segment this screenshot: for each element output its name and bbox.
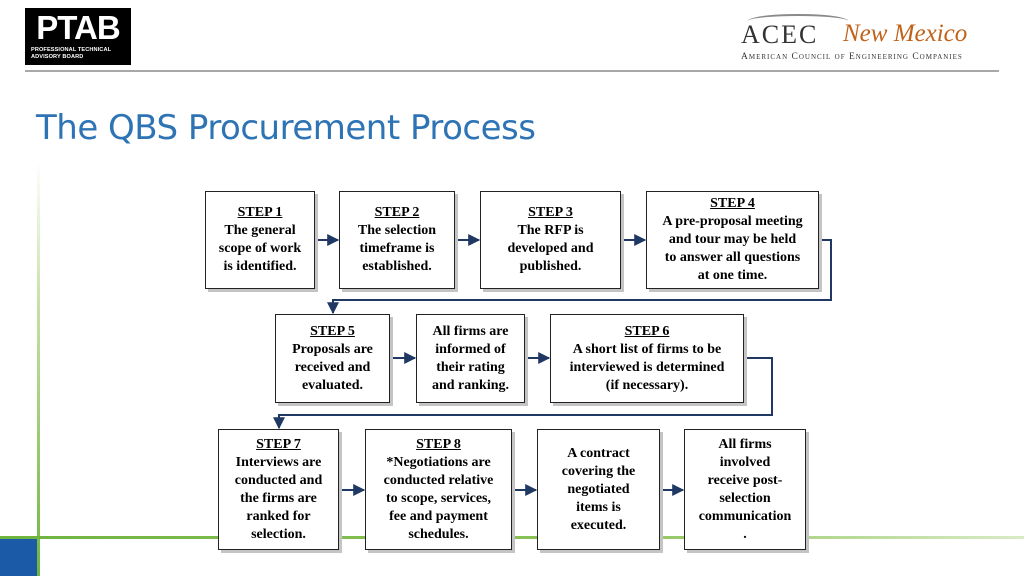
ptab-logo-mark: PTAB	[36, 9, 120, 46]
step-7-heading: STEP 7	[256, 436, 301, 452]
step-8-text: *Negotiations are conducted relative to …	[383, 454, 494, 542]
step-6-text: A short list of firms to be interviewed …	[569, 341, 725, 393]
acec-logo-text: ACEC	[741, 20, 819, 49]
communication-box: All firms involved receive post- selecti…	[684, 429, 806, 550]
header-divider	[25, 70, 999, 72]
acec-logo-state: New Mexico	[843, 20, 968, 47]
ptab-logo-sub-line2: ADVISORY BOARD	[31, 53, 84, 60]
ptab-logo-subtitle: PROFESSIONAL TECHNICAL ADVISORY BOARD	[31, 47, 111, 60]
step-1-heading: STEP 1	[237, 205, 283, 220]
contract-text: A contract covering the negotiated items…	[561, 445, 636, 533]
acec-logo: ACEC New Mexico American Council of Engi…	[738, 14, 1000, 66]
step-5-box: STEP 5 Proposals are received and evalua…	[275, 314, 390, 403]
step-8-heading: STEP 8	[416, 436, 461, 452]
ptab-logo-sub-line1: PROFESSIONAL TECHNICAL	[31, 47, 112, 53]
step-5-text: Proposals are received and evaluated.	[292, 341, 373, 393]
step-7-text: Interviews are conducted and the firms a…	[234, 454, 323, 542]
step-3-heading: STEP 3	[528, 205, 573, 220]
step-8-box: STEP 8 *Negotiations are conducted relat…	[365, 429, 512, 550]
step-7-box: STEP 7 Interviews are conducted and the …	[218, 429, 339, 550]
page-title: The QBS Procurement Process	[36, 108, 536, 148]
step-4-text: A pre-proposal meeting and tour may be h…	[662, 214, 803, 283]
step-1-text: The general scope of work is identified.	[218, 223, 302, 274]
step-4-heading: STEP 4	[710, 196, 755, 211]
accent-blue-square	[0, 539, 37, 576]
inform-firms-text: All firms are informed of their rating a…	[431, 323, 510, 393]
acec-logo-arc	[748, 14, 848, 28]
step-6-box: STEP 6 A short list of firms to be inter…	[550, 314, 744, 403]
contract-box: A contract covering the negotiated items…	[537, 429, 660, 550]
step-3-box: STEP 3 The RFP is developed and publishe…	[480, 191, 621, 289]
inform-firms-box: All firms are informed of their rating a…	[416, 314, 525, 403]
step-2-text: The selection timeframe is established.	[357, 223, 437, 274]
step-3-text: The RFP is developed and published.	[507, 223, 594, 274]
acec-logo-tagline: American Council of Engineering Companie…	[741, 52, 963, 62]
accent-vertical-line	[37, 160, 40, 576]
step-6-heading: STEP 6	[624, 323, 670, 339]
step-2-box: STEP 2 The selection timeframe is establ…	[339, 191, 455, 289]
step-2-heading: STEP 2	[374, 205, 420, 220]
step-1-box: STEP 1 The general scope of work is iden…	[205, 191, 315, 289]
step-5-heading: STEP 5	[310, 323, 355, 339]
accent-horizontal-line	[0, 536, 1024, 539]
communication-text: All firms involved receive post- selecti…	[698, 436, 792, 542]
step-4-box: STEP 4 A pre-proposal meeting and tour m…	[646, 191, 819, 289]
ptab-logo: PTAB PROFESSIONAL TECHNICAL ADVISORY BOA…	[25, 8, 131, 65]
